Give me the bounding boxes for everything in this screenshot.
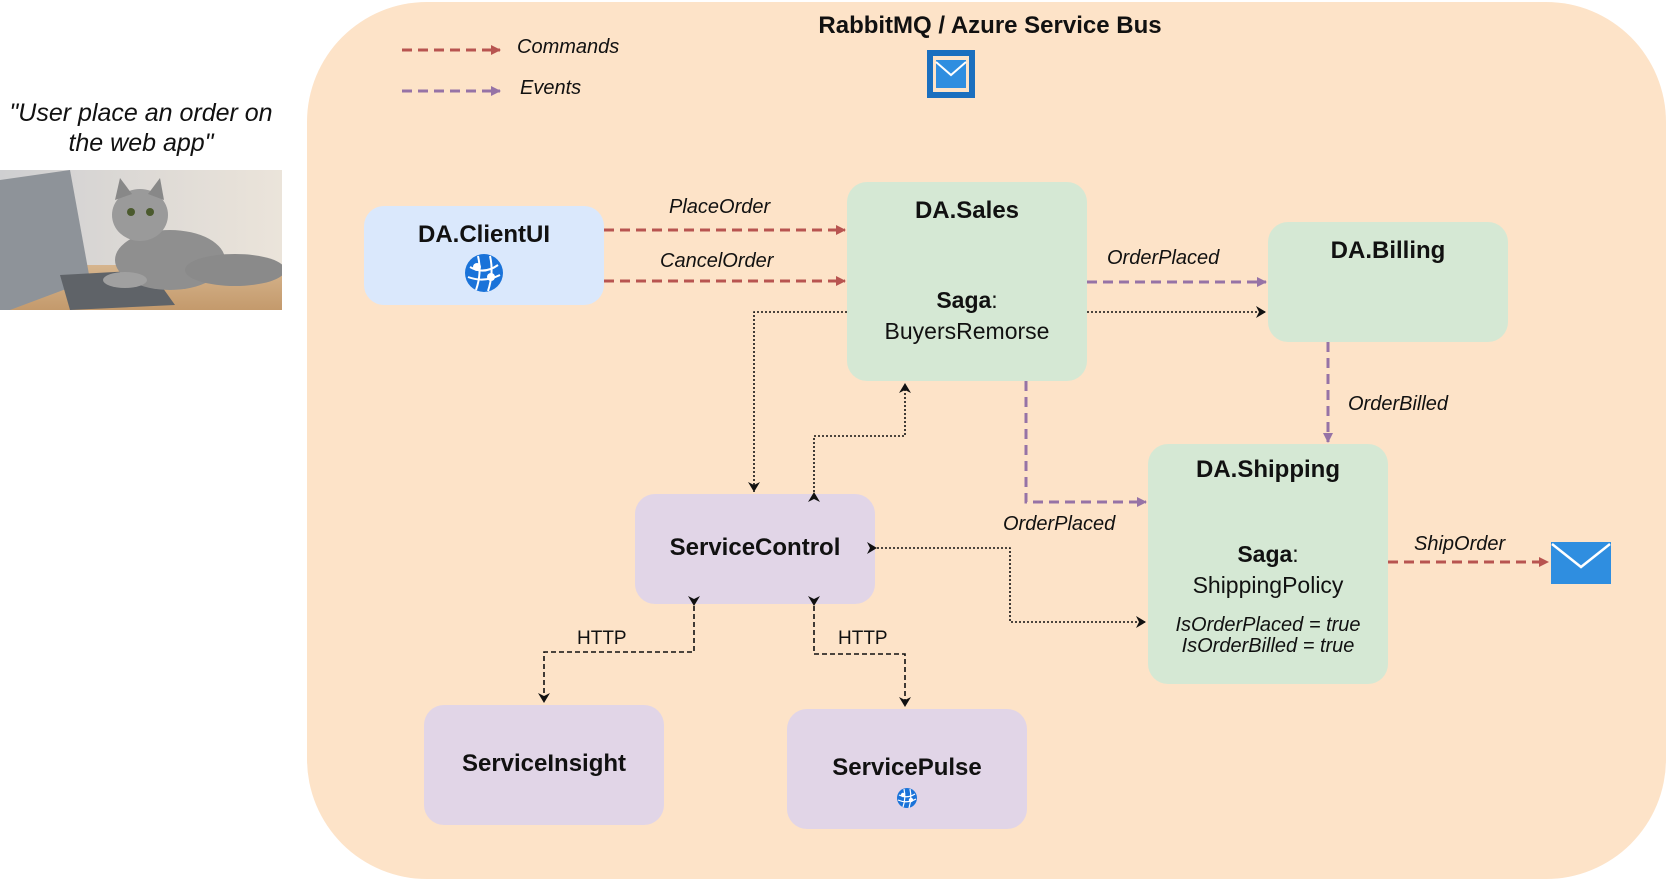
envelope-icon [1551,542,1611,584]
cat-photo [0,170,282,310]
edge-label-order-placed-billing: OrderPlaced [1107,247,1220,269]
legend-events-label: Events [520,77,582,99]
edge-label-ship-order: ShipOrder [1414,533,1506,555]
service-insight-node: ServiceInsight [424,705,664,825]
edge-label-order-billed: OrderBilled [1348,393,1449,415]
sales-node: DA.Sales Saga: BuyersRemorse [847,182,1087,381]
client-ui-node: DA.ClientUI [364,206,604,305]
edge-control-sales-dotted [808,383,911,502]
edge-control-shipping-dotted [867,542,1146,628]
shipping-state-billed: IsOrderBilled = true [1181,635,1355,657]
web-app-icon [897,788,917,809]
edge-label-cancel-order: CancelOrder [660,250,774,272]
edge-http-pulse [808,596,911,707]
edge-label-place-order: PlaceOrder [669,196,771,218]
edge-sales-control-dotted [748,311,847,492]
service-pulse-title: ServicePulse [832,754,982,781]
shipping-saga-name: ShippingPolicy [1192,572,1344,598]
shipping-node: DA.Shipping Saga: ShippingPolicy IsOrder… [1148,444,1388,684]
edge-order-placed-shipping [1024,381,1147,507]
quote-text: "User place an order on the web app" [9,99,273,157]
edge-http-insight [538,596,700,703]
web-app-icon [465,254,503,292]
shipping-title: DA.Shipping [1196,456,1340,483]
sales-title: DA.Sales [914,197,1020,224]
edge-label-http-insight: HTTP [577,628,627,649]
sales-saga-label: Saga [936,287,992,313]
sales-saga-name: BuyersRemorse [884,318,1050,344]
billing-title: DA.Billing [1330,237,1446,264]
service-pulse-node: ServicePulse [787,709,1027,829]
shipping-saga-label: Saga [1237,541,1293,567]
service-bus-icon [927,50,975,98]
billing-node: DA.Billing [1268,222,1508,342]
bus-title: RabbitMQ / Azure Service Bus [818,12,1162,39]
service-control-title: ServiceControl [669,534,841,561]
edge-label-order-placed-shipping: OrderPlaced [1003,513,1116,535]
legend-commands-label: Commands [517,36,620,58]
service-insight-title: ServiceInsight [461,750,627,777]
service-control-node: ServiceControl [635,494,875,604]
shipping-state-placed: IsOrderPlaced = true [1175,614,1361,636]
edge-label-http-pulse: HTTP [838,628,888,649]
client-ui-title: DA.ClientUI [418,221,550,248]
